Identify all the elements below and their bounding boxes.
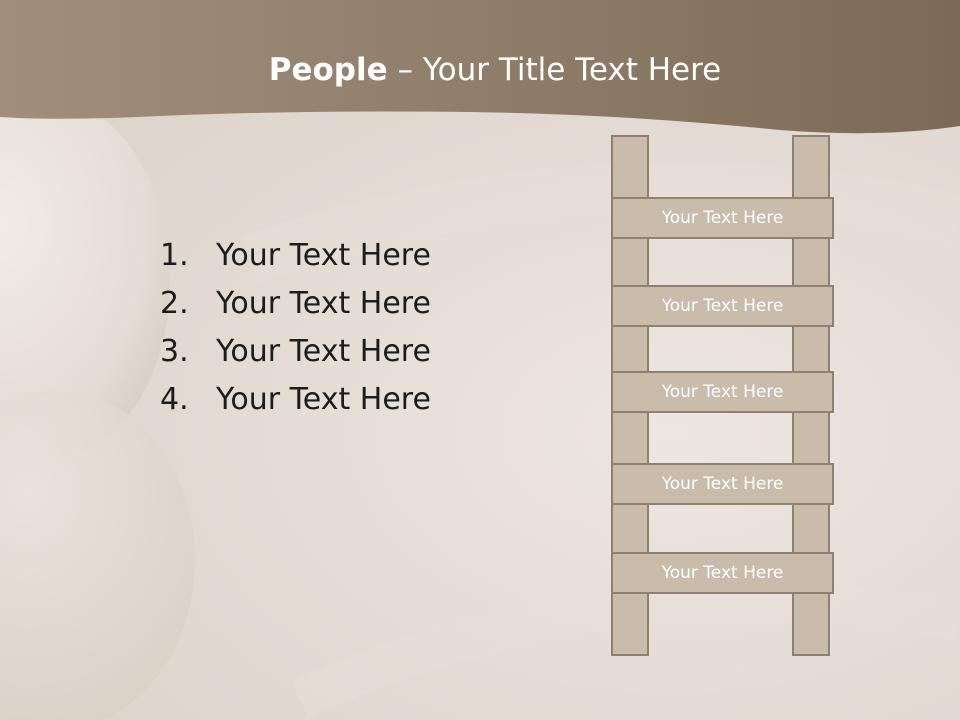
ladder-rung: Your Text Here <box>611 552 834 594</box>
list-text: Your Text Here <box>216 334 431 369</box>
list-item: 3. Your Text Here <box>160 328 431 376</box>
header-band <box>0 0 960 134</box>
title-text: Your Title Text Here <box>422 52 722 88</box>
ladder-diagram: Your Text Here Your Text Here Your Text … <box>611 135 834 658</box>
list-item: 1. Your Text Here <box>160 232 431 280</box>
list-number: 4. <box>160 382 189 417</box>
list-text: Your Text Here <box>216 238 431 273</box>
ladder-rung: Your Text Here <box>611 197 834 239</box>
slide-title: People – Your Title Text Here <box>0 52 960 88</box>
list-number: 2. <box>160 286 189 321</box>
list-number: 1. <box>160 238 189 273</box>
ladder-rung: Your Text Here <box>611 463 834 505</box>
list-item: 2. Your Text Here <box>160 280 431 328</box>
ladder-rung: Your Text Here <box>611 371 834 413</box>
ladder-rung: Your Text Here <box>611 285 834 327</box>
list-text: Your Text Here <box>216 286 431 321</box>
title-bold: People <box>268 52 388 88</box>
list-number: 3. <box>160 334 189 369</box>
numbered-list: 1. Your Text Here 2. Your Text Here 3. Your… <box>160 232 431 424</box>
list-item: 4. Your Text Here <box>160 376 431 424</box>
list-text: Your Text Here <box>216 382 431 417</box>
title-separator: – <box>397 52 414 88</box>
